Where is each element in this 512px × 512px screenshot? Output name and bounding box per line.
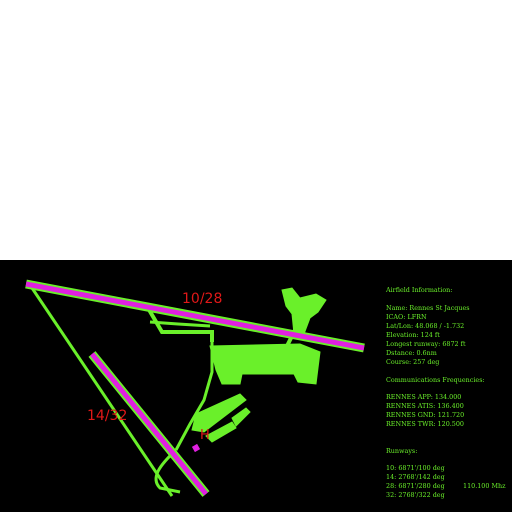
airfield-diagram: 10/28 14/32 H xyxy=(25,279,365,497)
ils-frequency: 110.100 Mhz xyxy=(463,482,506,490)
airfield-name: Name: Rennes St Jacques xyxy=(386,304,470,312)
airfield-course: Course: 257 deg xyxy=(386,358,440,366)
comms-heading: Communications Frequencies: xyxy=(386,376,485,384)
airfield-info-heading: Airfield Information: xyxy=(386,286,453,294)
comms-item: RENNES TWR: 120.500 xyxy=(386,420,464,428)
comms-item: RENNES GND: 121.720 xyxy=(386,411,465,419)
runways-heading: Runways: xyxy=(386,447,418,455)
airfield-elevation: Elevation: 124 ft xyxy=(386,331,440,339)
taxiway-central xyxy=(146,306,214,342)
runway-label-10-28: 10/28 xyxy=(182,291,222,307)
comms-item: RENNES ATIS: 136.400 xyxy=(386,402,464,410)
runway-item: 32: 2768'/322 deg xyxy=(386,491,445,499)
helipad xyxy=(191,443,201,453)
airfield-longest-runway: Longest runway: 6872 ft xyxy=(386,340,466,348)
runway-10-28-surface xyxy=(25,281,365,351)
taxiway-south xyxy=(174,340,214,451)
airfield-distance: Dstance: 0.6nm xyxy=(386,349,437,357)
helipad-label: H xyxy=(200,428,210,443)
comms-item: RENNES APP: 134.000 xyxy=(386,393,462,401)
apron-lower xyxy=(205,421,237,443)
taxiway-connector xyxy=(149,320,211,328)
apron-south xyxy=(191,393,247,433)
runway-item: 10: 6871'/100 deg xyxy=(386,464,445,472)
taxiway-west xyxy=(30,287,174,497)
apron-main xyxy=(209,343,321,385)
airfield-latlon: Lat/Lon: 48.068 / -1.732 xyxy=(386,322,465,330)
runway-14-32-surface xyxy=(90,352,208,496)
airfield-info-panel: Airfield Information: Name: Rennes St Ja… xyxy=(386,260,512,512)
apron-north xyxy=(281,287,327,335)
runway-item: 14: 2768'/142 deg xyxy=(386,473,445,481)
airfield-icao: ICAO: LFRN xyxy=(386,313,427,321)
airfield-map-panel: 10/28 14/32 H Airfield Information: Name… xyxy=(0,260,512,512)
runway-item: 28: 6871'/280 deg xyxy=(386,482,445,490)
runway-label-14-32: 14/32 xyxy=(87,408,127,424)
apron-southeast xyxy=(231,407,251,427)
